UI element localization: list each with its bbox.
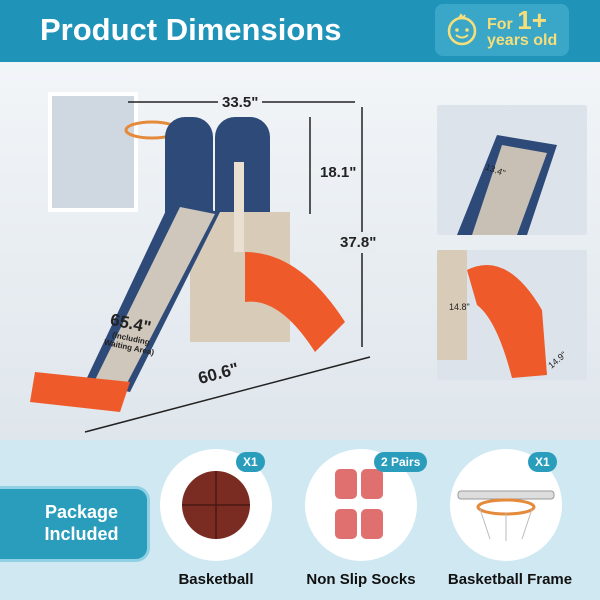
slide-illustration xyxy=(30,101,371,433)
age-years: years old xyxy=(487,31,558,49)
item-label: Basketball xyxy=(178,571,254,588)
age-for: For xyxy=(487,15,513,33)
back-height-dimension: 18.1" xyxy=(320,164,357,181)
qty-badge: 2 Pairs xyxy=(374,452,428,472)
age-number: 1+ xyxy=(517,4,547,35)
item-label: Basketball Frame xyxy=(447,571,573,588)
total-height-dimension: 37.8" xyxy=(340,232,377,253)
width-dimension: 33.5" xyxy=(218,94,263,111)
baby-face-icon xyxy=(447,13,477,46)
window-background xyxy=(48,92,138,212)
qty-badge: X1 xyxy=(236,452,265,472)
package-included-label: Package Included xyxy=(0,486,150,562)
header-banner: Product Dimensions For 1+years old xyxy=(0,0,600,62)
item-label: Non Slip Socks xyxy=(306,571,416,588)
age-badge: For 1+years old xyxy=(435,4,569,56)
slide-width-inset: 13.4" xyxy=(437,105,587,235)
qty-badge: X1 xyxy=(528,452,557,472)
climber-inset: 14.8" 14.9" xyxy=(437,250,587,380)
inset-dimension: 14.8" xyxy=(449,302,470,312)
page-title: Product Dimensions xyxy=(40,12,342,47)
